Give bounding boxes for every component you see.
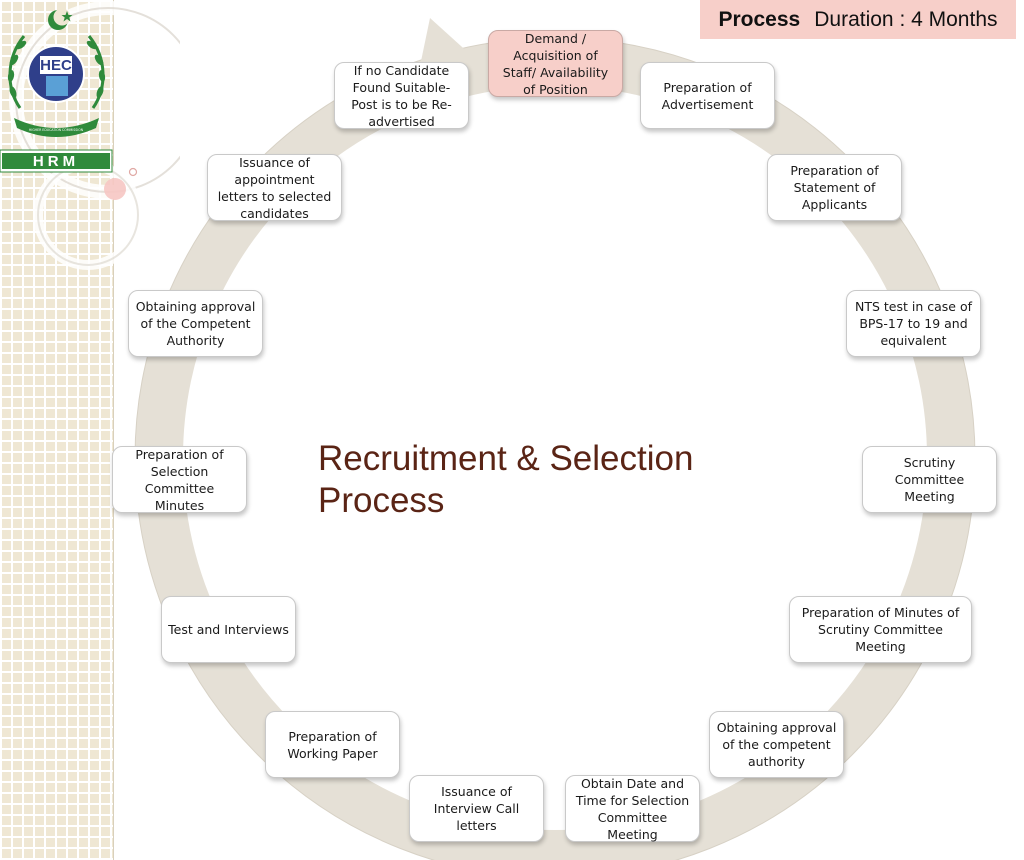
step-appointment-letters: Issuance of appointment letters to selec… xyxy=(207,154,342,221)
small-ring-icon xyxy=(128,167,138,177)
process-label: Process xyxy=(718,7,801,31)
step-demand: Demand / Acquisition of Staff/ Availabil… xyxy=(488,30,623,97)
sidebar-pattern xyxy=(0,0,114,860)
duration-label: Duration : 4 Months xyxy=(814,7,998,31)
step-readvertise: If no Candidate Found Suitable- Post is … xyxy=(334,62,469,129)
step-scrutiny-meeting: Scrutiny Committee Meeting xyxy=(862,446,997,513)
step-scrutiny-minutes: Preparation of Minutes of Scrutiny Commi… xyxy=(789,596,972,663)
step-nts: NTS test in case of BPS-17 to 19 and equ… xyxy=(846,290,981,357)
step-working-paper: Preparation of Working Paper xyxy=(265,711,400,778)
step-date-time: Obtain Date and Time for Selection Commi… xyxy=(565,775,700,842)
logo-emblem-text: HEC xyxy=(40,57,72,74)
diagram-title-line-2: Process xyxy=(318,481,445,520)
step-approval-authority: Obtaining approval of the Competent Auth… xyxy=(128,290,263,357)
logo-ribbon-text: HIGHER EDUCATION COMMISSION xyxy=(29,128,84,132)
star-icon xyxy=(61,11,73,22)
step-call-letters: Issuance of Interview Call letters xyxy=(409,775,544,842)
pink-dot-icon xyxy=(104,178,126,200)
logo-badge-text: HRM xyxy=(33,153,79,170)
step-advertisement: Preparation of Advertisement xyxy=(640,62,775,129)
process-duration-header: Process Duration : 4 Months xyxy=(700,0,1016,39)
step-approval-competent: Obtaining approval of the competent auth… xyxy=(709,711,844,778)
step-statement: Preparation of Statement of Applicants xyxy=(767,154,902,221)
step-selection-minutes: Preparation of Selection Committee Minut… xyxy=(112,446,247,513)
step-test-interviews: Test and Interviews xyxy=(161,596,296,663)
diagram-title: Recruitment & Selection Process xyxy=(318,438,738,522)
hec-logo: HEC HIGHER EDUCATION COMMISSION HRM xyxy=(0,8,113,173)
diagram-title-line-1: Recruitment & Selection xyxy=(318,439,694,478)
